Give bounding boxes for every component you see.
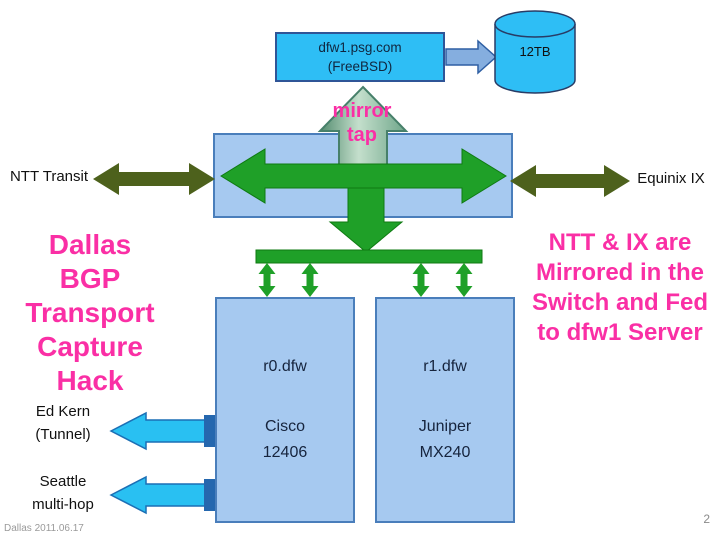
storage-arrow: [445, 39, 498, 75]
seattle-arrow: [109, 475, 214, 515]
router-link-arrow: [455, 263, 473, 297]
equinix-ix-arrow: [510, 165, 630, 197]
router-link-arrow: [301, 263, 319, 297]
left-title-line: BGP: [59, 263, 121, 294]
left-title: Dallas BGP Transport Capture Hack: [10, 228, 170, 398]
ed-kern-label: Ed Kern (Tunnel): [16, 400, 110, 446]
dfw1-server-box: dfw1.psg.com (FreeBSD): [275, 32, 445, 82]
router-link-arrow: [258, 263, 276, 297]
seattle-line2: multi-hop: [32, 496, 94, 513]
right-title-line: Mirrored in the: [535, 259, 704, 286]
right-title-line: Switch and Fed: [531, 289, 708, 316]
left-title-line: Capture: [37, 331, 143, 362]
mirror-tap-line2: tap: [347, 124, 377, 146]
ed-kern-line2: (Tunnel): [35, 426, 91, 443]
router-r0-model: 12406: [262, 444, 308, 461]
router-r1-vendor: Juniper: [418, 418, 472, 435]
right-title-line: to dfw1 Server: [537, 319, 703, 346]
router-r1-box: r1.dfw Juniper MX240: [375, 297, 515, 523]
ed-kern-arrow: [109, 411, 214, 451]
ed-kern-line1: Ed Kern: [35, 403, 91, 420]
router-r0-box: r0.dfw Cisco 12406: [215, 297, 355, 523]
footer-date: Dallas 2011.06.17: [4, 523, 84, 534]
left-title-line: Dallas: [48, 229, 132, 260]
ntt-transit-arrow: [93, 163, 215, 195]
router-link-arrow: [412, 263, 430, 297]
left-title-line: Hack: [56, 365, 124, 396]
left-title-line: Transport: [25, 297, 155, 328]
ed-kern-arrow-cap: [204, 415, 215, 447]
right-title: NTT & IX are Mirrored in the Switch and …: [522, 228, 718, 348]
storage-cylinder-top: [494, 10, 576, 38]
equinix-ix-label: Equinix IX: [637, 170, 705, 187]
router-r0-name: r0.dfw: [263, 358, 307, 375]
dfw1-server-os: (FreeBSD): [327, 59, 393, 74]
storage-label: 12TB: [519, 44, 551, 59]
router-r1-model: MX240: [419, 444, 471, 461]
seattle-line1: Seattle: [39, 473, 87, 490]
router-r0-vendor: Cisco: [264, 418, 305, 435]
seattle-arrow-cap: [204, 479, 215, 511]
page-number: 2: [703, 512, 710, 526]
mirror-tap-label: mirror tap: [308, 99, 416, 147]
seattle-label: Seattle multi-hop: [16, 470, 110, 516]
router-r1-name: r1.dfw: [423, 358, 467, 375]
ntt-transit-label: NTT Transit: [9, 168, 89, 185]
distribution-bar: [255, 249, 483, 264]
right-title-line: NTT & IX are: [548, 229, 692, 256]
mirror-tap-line1: mirror: [332, 100, 392, 122]
dfw1-server-name: dfw1.psg.com: [318, 40, 402, 55]
